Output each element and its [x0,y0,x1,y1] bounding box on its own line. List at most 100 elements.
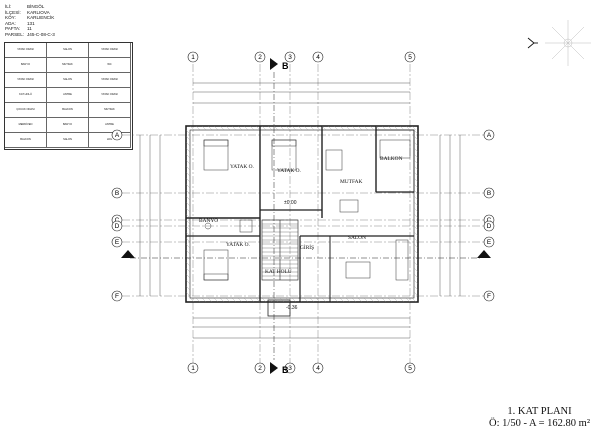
legend-cell: YATAK ODASI [89,73,131,88]
wall-hatch-tick [185,207,191,213]
wall-hatch-tick [399,125,405,131]
elevation-markers: ±0.00 -0.36 [284,200,298,311]
wall-hatch-tick [185,189,191,195]
room-labels: YATAK O. YATAK O. YATAK O. MUTFAK BALKON… [199,156,403,275]
wall-hatch-tick [279,297,285,303]
wall-hatch-tick [413,183,419,189]
wall-hatch-tick [363,125,369,131]
north-arrow-icon [527,20,591,66]
section-arrow-top-icon [270,58,278,70]
room-label-giris: GİRİŞ [300,244,314,251]
grid-bubble-row [483,129,495,141]
grid-label-col: 4 [316,365,320,372]
grid-label-row: B [115,190,119,197]
wall-hatch-tick [261,297,267,303]
info-key: İLİ: [5,4,12,9]
stair-treads [262,223,298,277]
wall-hatch-tick [413,231,419,237]
grid-bubble-col [404,362,416,374]
wall-hatch-tick [351,125,357,131]
wall-hatch-tick [381,125,387,131]
wall-hatch-tick [315,125,321,131]
wall-hatch-tick [413,153,419,159]
legend-cell-label: SALON [63,138,72,141]
grid-label-row: F [487,293,491,300]
wall-hatch-tick [279,125,285,131]
wall-hatch-tick [189,297,195,303]
wall-hatch-tick [285,297,291,303]
wall-hatch-tick [185,285,191,291]
wall-hatch-tick [369,297,375,303]
wall-hatch-tick [297,297,303,303]
wall-hatch-tick [351,297,357,303]
wall-hatch-tick [185,279,191,285]
legend-cell: HOL [89,133,131,148]
legend-cell-label: MUTFAK [104,108,115,111]
legend-cell: KAT HOLÜ [5,88,47,103]
wall-hatch-tick [225,125,231,131]
wall-hatch-tick [185,129,191,135]
room-label-kat-holu: KAT HOLÜ [265,268,292,275]
grid-label-row: B [487,190,491,197]
grid-label-row: A [487,132,492,139]
grid-bubble-row [111,187,123,199]
grid-label-col: 3 [288,54,292,61]
wall-hatch-tick [285,125,291,131]
legend-cell: YATAK ODASI [89,43,131,58]
wall-hatch-tick [185,153,191,159]
wall-hatch-tick [413,243,419,249]
wall-hatch-tick [201,125,207,131]
grid-label-row: F [115,293,119,300]
wall-hatch-tick [321,125,327,131]
wall-hatch-tick [303,297,309,303]
legend-cell: BANYO [47,118,89,133]
legend-cell-label: YATAK ODASI [101,78,118,81]
info-value: KARLIOVA [27,9,50,15]
wall-hatch-tick [413,129,419,135]
wall-hatch-tick [413,219,419,225]
wall-hatch-tick [185,231,191,237]
section-label-top: B [282,61,289,71]
grid-bubble-col [187,362,199,374]
legend-cell: SALON [47,43,89,58]
wall-hatch-tick [413,171,419,177]
wall-hatch-tick [185,201,191,207]
wall-hatch-tick [185,183,191,189]
wall-hatch-tick [249,297,255,303]
wall-hatch-tick [405,125,411,131]
grid-bubble-row [111,236,123,248]
wall-hatch-tick [185,219,191,225]
wall-hatch-tick [213,297,219,303]
wall-hatch-tick [413,147,419,153]
wall-hatch-tick [413,207,419,213]
room-label-yatak-2: YATAK O. [277,168,301,174]
room-label-balkon: BALKON [380,156,403,162]
wall-hatch-tick [185,165,191,171]
wall-hatch [185,125,419,303]
wall-hatch-tick [261,125,267,131]
legend-cell-label: YATAK ODASI [101,93,118,96]
wall-hatch-tick [185,159,191,165]
section-arrow-right-icon [477,250,491,258]
wall-hatch-tick [413,195,419,201]
legend-cell-label: WC [107,63,112,66]
wall-hatch-tick [225,297,231,303]
grid-bubble-col [254,51,266,63]
room-label-salon: SALON [348,235,366,241]
info-row: İLİ:BİNGÖL [5,4,55,10]
legend-cell: MERDİVEN [5,118,47,133]
legend-cell: BANYO [5,58,47,73]
grid-label-row: E [115,239,120,246]
parcel-info: İLİ:BİNGÖL İLÇESİ:KARLIOVA KÖY:KARLIENCİ… [5,4,55,38]
info-row: İLÇESİ:KARLIOVA [5,10,55,16]
wall-hatch-tick [413,165,419,171]
info-value: 11 [27,26,32,32]
wall-hatch-tick [189,125,195,131]
info-key: PAFTA: [5,26,21,32]
furniture [203,139,411,281]
legend-cell: YATAK ODASI [89,88,131,103]
grid-bubble-col [254,362,266,374]
grid-label-col: 2 [258,54,262,61]
wall-hatch-tick [413,291,419,297]
